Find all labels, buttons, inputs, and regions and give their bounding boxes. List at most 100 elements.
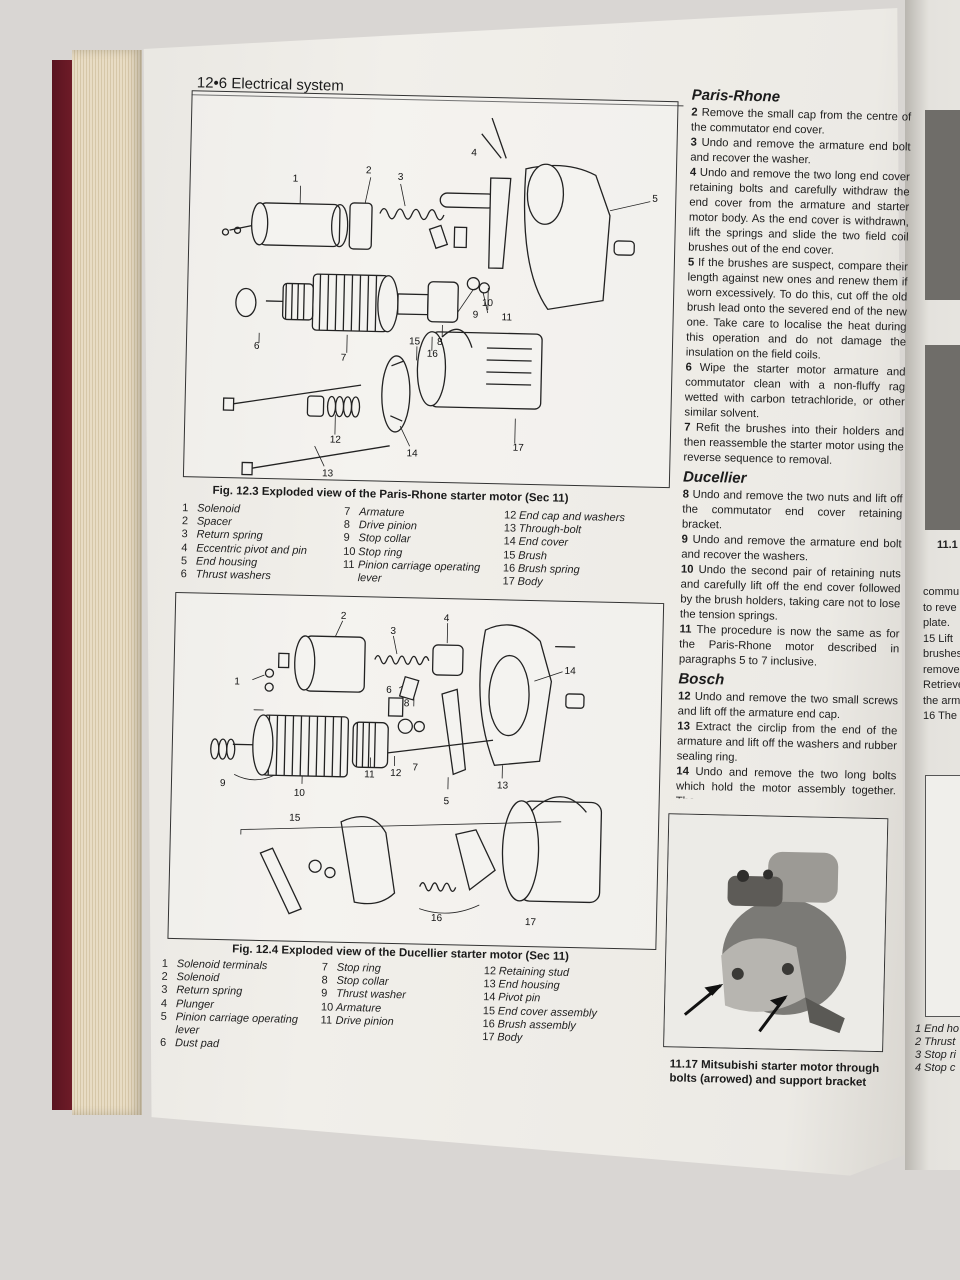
legend-label: Body — [497, 1031, 523, 1044]
callout: 16 — [427, 349, 439, 360]
legend-label: Armature — [335, 1001, 382, 1015]
legend-label: End cover assembly — [497, 1005, 598, 1020]
instruction-paragraph: 5 If the brushes are suspect, compare th… — [686, 256, 908, 366]
mitsubishi-starter-photo — [663, 813, 889, 1053]
callout: 8 — [404, 698, 410, 709]
callout: 13 — [322, 468, 334, 479]
legend-label: Stop ring — [336, 961, 381, 975]
facing-text-line: plate. — [923, 617, 950, 629]
paragraph-text: If the brushes are suspect, compare thei… — [685, 256, 908, 362]
paragraph-number: 14 — [676, 765, 696, 778]
paragraph-text: Undo and remove the armature end bolt an… — [690, 136, 911, 167]
paragraph-number: 12 — [677, 690, 695, 703]
paragraph-text: Undo the second pair of retaining nuts a… — [679, 563, 902, 623]
legend-label: End housing — [195, 555, 258, 569]
callout: 4 — [444, 613, 450, 624]
legend-number: 5 — [180, 554, 188, 568]
facing-text-line: commu — [923, 586, 960, 598]
legend-label: Stop ring — [358, 545, 403, 559]
legend-number: 15 — [503, 549, 516, 562]
legend-number: 5 — [160, 1010, 167, 1023]
legend-label: Solenoid — [197, 502, 241, 516]
callout: 5 — [652, 194, 658, 205]
legend-number: 1 — [182, 502, 189, 515]
paragraph-number: 3 — [690, 136, 702, 149]
ducellier-exploded-diagram: 2 3 4 1 6 8 7 12 11 14 9 10 5 13 15 16 1… — [210, 611, 603, 928]
photo-caption: 11.17 Mitsubishi starter motor through b… — [669, 1058, 880, 1089]
facing-text-line: remove — [923, 663, 960, 676]
paragraph-number: 11 — [679, 623, 697, 636]
paragraph-number: 2 — [691, 106, 702, 119]
callout: 14 — [564, 666, 576, 677]
paragraph-text: Wipe the starter motor armature and comm… — [684, 361, 906, 421]
callout: 10 — [294, 788, 306, 799]
page-edges — [72, 50, 142, 1115]
starter-motor-photo-drawing — [664, 814, 888, 1052]
instruction-paragraph: 13 Extract the circlip from the end of t… — [677, 719, 898, 769]
section-heading: Bosch — [678, 670, 725, 689]
legend-number: 13 — [503, 522, 517, 535]
paragraph-text: Undo and remove the two long end cover r… — [688, 166, 911, 257]
paragraph-number: 13 — [677, 720, 696, 733]
callout: 9 — [220, 778, 226, 789]
facing-text-line: 15 Lift — [923, 632, 953, 645]
callout: 15 — [409, 336, 421, 347]
legend-label: Brush spring — [517, 562, 580, 576]
legend-label: End cap and washers — [518, 509, 626, 525]
legend-label: Pivot pin — [498, 991, 541, 1005]
figure-12-4: 2 3 4 1 6 8 7 12 11 14 9 10 5 13 15 16 1… — [167, 591, 665, 950]
legend-label: Body — [517, 575, 543, 589]
facing-figure-box — [925, 775, 960, 1017]
legend-label: Pinion carriage operating — [175, 1010, 299, 1026]
instruction-paragraph: 11 The procedure is now the same as for … — [679, 622, 900, 672]
callout: 17 — [525, 917, 537, 928]
legend-label: Drive pinion — [358, 519, 418, 533]
callout: 11 — [364, 769, 375, 780]
instruction-paragraph: 7 Refit the brushes into their holders a… — [683, 420, 904, 470]
legend-label: Brush assembly — [497, 1018, 576, 1032]
callout: 7 — [341, 353, 347, 364]
legend-label: Drive pinion — [335, 1014, 394, 1028]
callout: 16 — [431, 913, 443, 924]
legend-label: Dust pad — [174, 1037, 220, 1051]
callout: 1 — [234, 676, 240, 687]
facing-text-line: the arma — [923, 694, 960, 707]
legend-number: 6 — [159, 1036, 167, 1050]
legend-number: 3 — [181, 528, 188, 541]
section-heading: Paris-Rhone — [691, 86, 781, 106]
legend-number: 11 — [342, 558, 355, 571]
callout: 17 — [513, 443, 525, 454]
callout: 15 — [289, 813, 301, 824]
callout: 3 — [398, 172, 404, 183]
callout: 6 — [386, 685, 392, 696]
instruction-paragraph: 3 Undo and remove the armature end bolt … — [690, 136, 911, 171]
instruction-paragraph: 12 Undo and remove the two small screws … — [678, 689, 899, 724]
legend-label: Stop collar — [358, 532, 411, 546]
legend-label: Retaining stud — [498, 965, 570, 980]
facing-figure-label: 11.1 — [937, 539, 958, 551]
legend-number: 16 — [502, 562, 516, 575]
paragraph-number: 9 — [681, 533, 693, 546]
callout: 11 — [501, 312, 512, 323]
callout: 4 — [471, 148, 477, 159]
legend-label: Solenoid terminals — [176, 958, 268, 973]
callout: 9 — [473, 310, 479, 321]
instruction-paragraph: 10 Undo the second pair of retaining nut… — [680, 562, 901, 627]
facing-text-line: 16 The — [923, 710, 958, 722]
facing-legend-line: 4 Stop c — [915, 1062, 956, 1074]
legend-number: 2 — [181, 515, 189, 528]
instruction-paragraph: 8 Undo and remove the two nuts and lift … — [682, 487, 903, 537]
legend-number: 14 — [483, 991, 496, 1004]
legend-number: 11 — [320, 1014, 333, 1027]
facing-legend-line: 2 Thrust — [915, 1036, 956, 1048]
legend-number: 10 — [343, 545, 356, 558]
legend-number: 14 — [503, 535, 516, 549]
legend-number: 16 — [482, 1017, 495, 1031]
paragraph-number: 6 — [685, 361, 700, 374]
legend-label: Return spring — [176, 984, 243, 999]
